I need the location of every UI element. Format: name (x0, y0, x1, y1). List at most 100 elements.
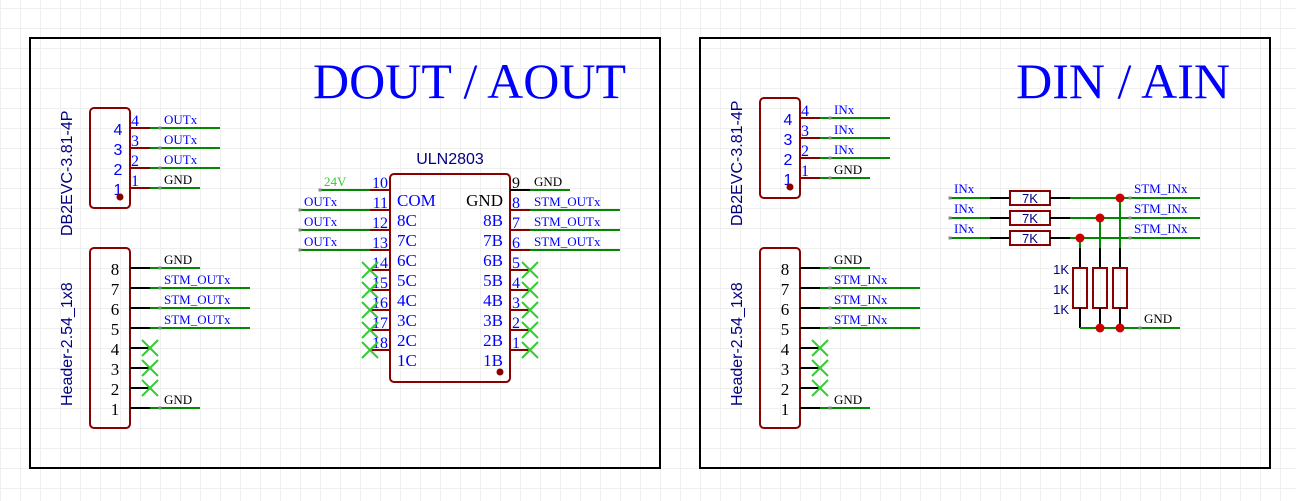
terminal-pin-inner-number: 2 (784, 152, 793, 169)
wire-endpoint (158, 186, 162, 190)
header-name: Header-2.54_1x8 (59, 282, 76, 406)
no-connect-icon (521, 341, 539, 359)
terminal-pin-number: 2 (131, 153, 139, 170)
right-sheet-title: DIN / AIN (1016, 53, 1230, 109)
net-label: STM_OUTx (164, 272, 231, 287)
ic-pin-number: 2 (512, 315, 520, 332)
ic-pin-label: 3B (483, 311, 503, 330)
wire-endpoint (158, 406, 162, 410)
ic-pin-number: 10 (372, 175, 388, 192)
no-connect-icon (361, 261, 379, 279)
header-pin-number: 2 (781, 380, 790, 399)
no-connect-icon (521, 301, 539, 319)
wire-endpoint (828, 306, 832, 310)
net-label: GND (534, 174, 562, 189)
wire-endpoint (948, 216, 952, 220)
no-connect-icon (811, 359, 829, 377)
left-sheet-frame (29, 37, 661, 469)
terminal-pin-inner-number: 1 (784, 172, 793, 189)
terminal-name: DB2EVC-3.81-4P (729, 101, 746, 226)
no-connect-icon (361, 281, 379, 299)
header-body (759, 247, 801, 429)
no-connect-icon (141, 359, 159, 377)
junction-dot (1095, 323, 1105, 333)
ic-pin-number: 5 (512, 255, 520, 272)
wire-endpoint (158, 326, 162, 330)
ic-pin-number: 3 (512, 295, 520, 312)
header-name: Header-2.54_1x8 (729, 282, 746, 406)
wire-endpoint (158, 126, 162, 130)
terminal-pin-inner-number: 2 (114, 162, 123, 179)
no-connect-icon (361, 301, 379, 319)
ic-pin-label: 7B (483, 231, 503, 250)
wire-endpoint (1128, 216, 1132, 220)
ic-pin-label: GND (466, 191, 503, 210)
ic-pin-label: 2B (483, 331, 503, 350)
no-connect-icon (361, 341, 379, 359)
junction-dot (1075, 233, 1085, 243)
ic-pin-label: 6B (483, 251, 503, 270)
resistor-value: 1K (1053, 282, 1069, 297)
header-pin-number: 7 (781, 280, 790, 299)
shunt-resistor (1072, 267, 1088, 309)
resistor-value: 7K (1022, 231, 1038, 246)
net-label: STM_OUTx (164, 312, 231, 327)
resistor-value: 1K (1053, 302, 1069, 317)
wire-endpoint (828, 116, 832, 120)
terminal-pin-inner-number: 4 (114, 122, 123, 139)
net-label: OUTx (164, 132, 198, 147)
wire-endpoint (828, 326, 832, 330)
junction-dot (1115, 193, 1125, 203)
no-connect-icon (811, 379, 829, 397)
wire-endpoint (828, 406, 832, 410)
ic-name: ULN2803 (416, 151, 484, 168)
ic-pin-label: 8B (483, 211, 503, 230)
ic-pin-label: 4B (483, 291, 503, 310)
junction-dot (1095, 213, 1105, 223)
ic-pin-label: 3C (397, 311, 417, 330)
no-connect-icon (521, 281, 539, 299)
wire-endpoint (1128, 196, 1132, 200)
wire-endpoint (948, 196, 952, 200)
ic-pin-number: 14 (372, 255, 388, 272)
net-label: STM_OUTx (534, 194, 601, 209)
header-pin-number: 5 (781, 320, 790, 339)
terminal-pin-number: 4 (801, 103, 809, 120)
no-connect-icon (811, 339, 829, 357)
terminal-pin-inner-number: 3 (114, 142, 123, 159)
net-label: INx (954, 181, 975, 196)
terminal-pin-number: 1 (801, 163, 809, 180)
ic-pin-number: 8 (512, 195, 520, 212)
net-label: STM_INx (1134, 221, 1188, 236)
terminal-pin-number: 4 (131, 113, 139, 130)
ic-pin-number: 17 (372, 315, 388, 332)
power-label: 24V (324, 174, 347, 189)
junction-dot (1115, 323, 1125, 333)
net-label: GND (164, 252, 192, 267)
resistor-value: 7K (1022, 211, 1038, 226)
net-label: INx (954, 221, 975, 236)
ic-pin-label: 2C (397, 331, 417, 350)
net-label: STM_INx (834, 312, 888, 327)
header-pin-number: 2 (111, 380, 120, 399)
wire-endpoint (828, 266, 832, 270)
ic-pin-number: 9 (512, 175, 520, 192)
terminal-pin-number: 1 (131, 173, 139, 190)
terminal-pin-inner-number: 3 (784, 132, 793, 149)
ic-pin-label: 4C (397, 291, 417, 310)
ic-pin-number: 15 (372, 275, 388, 292)
net-label: OUTx (304, 234, 338, 249)
no-connect-icon (521, 321, 539, 339)
net-label: INx (834, 122, 855, 137)
net-label: STM_INx (834, 292, 888, 307)
header-pin-number: 8 (111, 260, 120, 279)
ic-pin-label: 5C (397, 271, 417, 290)
net-label: OUTx (164, 152, 198, 167)
no-connect-icon (521, 261, 539, 279)
wire-endpoint (298, 228, 302, 232)
pin1-marker (116, 193, 124, 201)
ic-pin-label: 6C (397, 251, 417, 270)
shunt-resistor (1092, 267, 1108, 309)
pin1-marker (786, 183, 794, 191)
